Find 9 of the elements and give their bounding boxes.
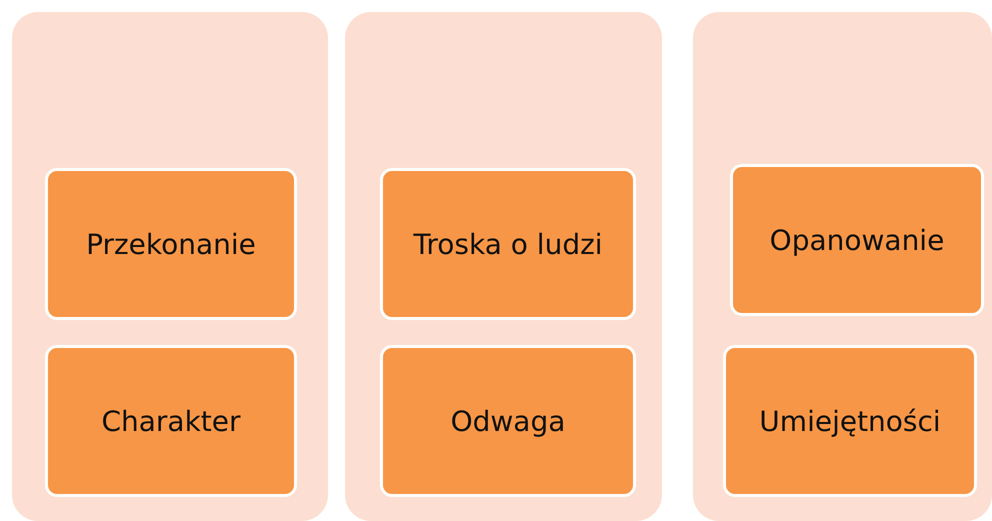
item-box: Charakter <box>45 345 297 497</box>
group-panel <box>12 12 328 521</box>
item-box: Umiejętności <box>723 345 977 497</box>
item-box: Opanowanie <box>730 164 984 316</box>
item-box: Odwaga <box>380 345 636 497</box>
item-box: Przekonanie <box>45 168 297 320</box>
group-panel <box>693 12 992 521</box>
item-box: Troska o ludzi <box>380 168 636 320</box>
group-panel <box>345 12 662 521</box>
